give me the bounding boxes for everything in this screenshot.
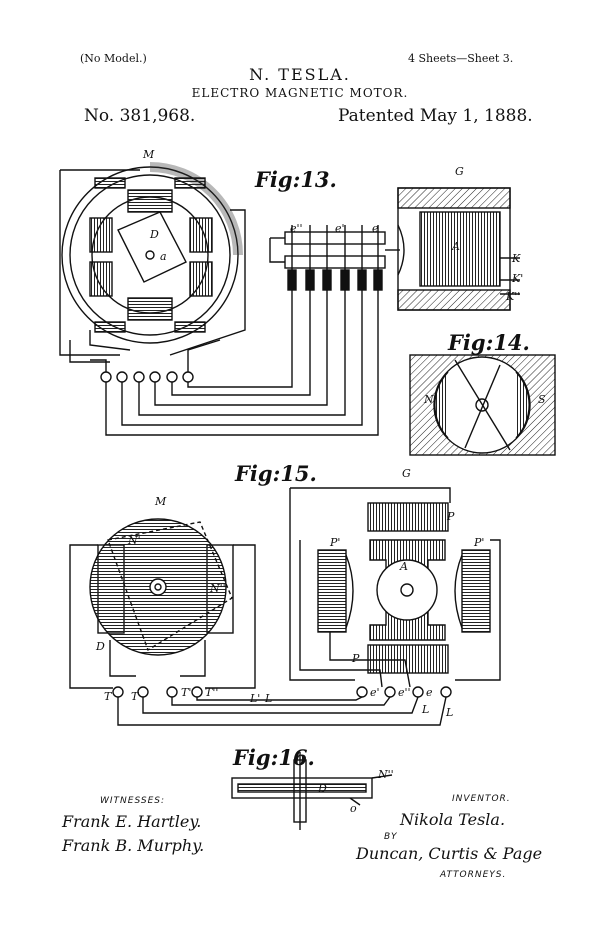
fig15-motor (69, 518, 256, 689)
label-t-2: T (131, 690, 139, 703)
label-m: M (143, 148, 155, 161)
label-e-double-prime-fig15: e'' (398, 686, 411, 699)
no-model-note: (No Model.) (80, 52, 147, 65)
label-k: K (512, 252, 521, 265)
inventor-heading: N. TESLA. (249, 65, 351, 84)
fig13-label: Fig:13. (255, 167, 337, 192)
attorney-signature: Duncan, Curtis & Page (356, 844, 543, 863)
witness-signature-1: Frank E. Hartley. (62, 812, 202, 831)
label-l-fig15-2: L (446, 706, 454, 719)
sheet-count: 4 Sheets—Sheet 3. (408, 52, 514, 65)
label-t-double-prime: T'' (205, 686, 219, 699)
witness-signature-2: Frank B. Murphy. (62, 836, 205, 855)
label-n-star: N'' (378, 768, 394, 781)
label-d-fig16: D (318, 782, 327, 795)
label-m-fig15: M (155, 495, 167, 508)
label-n: N (424, 393, 434, 406)
fig13-motor (59, 162, 246, 363)
label-l: L (265, 692, 273, 705)
label-t: T (104, 690, 112, 703)
fig13-generator (397, 187, 520, 311)
label-g: G (455, 165, 464, 178)
label-a-fig15: A (400, 560, 408, 573)
fig13-brushes (269, 225, 400, 291)
label-o: o (350, 802, 357, 815)
inventor-signature: Nikola Tesla. (400, 810, 506, 829)
label-p-bottom: P (352, 652, 360, 665)
fig16-section (231, 752, 393, 830)
fig15-terminals (112, 686, 452, 726)
patent-date: Patented May 1, 1888. (338, 106, 533, 126)
patent-title: ELECTRO MAGNETIC MOTOR. (191, 86, 409, 100)
label-e-prime: e' (335, 222, 345, 235)
label-p-top: P (447, 510, 455, 523)
patent-number: No. 381,968. (84, 106, 196, 126)
label-l-prime: L' (250, 692, 261, 705)
label-n-double-prime: N'' (210, 582, 226, 595)
label-p-prime-left: P' (330, 536, 341, 549)
label-d-fig15: D (96, 640, 105, 653)
label-l-fig15: L (422, 703, 430, 716)
witnesses-label: WITNESSES: (100, 796, 166, 806)
by-label: BY (384, 832, 398, 842)
label-k-double-prime: K'' (506, 290, 521, 303)
label-a: a (160, 250, 167, 263)
label-k-prime: K' (512, 272, 524, 285)
label-e-prime-fig15: e' (370, 686, 380, 699)
fig15-generator (289, 487, 501, 688)
fig14-section (409, 354, 556, 456)
label-e-fig15: e (426, 686, 433, 699)
fig15-label: Fig:15. (235, 461, 317, 486)
label-a-armature: A (452, 240, 460, 253)
label-p-prime-right: P' (474, 536, 485, 549)
label-e: e (372, 222, 379, 235)
inventor-label: INVENTOR. (452, 794, 511, 804)
label-s: S (538, 393, 546, 406)
label-t-prime: T' (181, 686, 192, 699)
label-n-prime: N' (128, 534, 141, 547)
label-e-double-prime: e'' (290, 222, 303, 235)
label-g-fig15: G (402, 467, 411, 480)
fig14-label: Fig:14. (448, 330, 530, 355)
fig13-terminals (90, 290, 379, 436)
fig16-label: Fig:16. (233, 745, 315, 770)
label-d: D (150, 228, 159, 241)
attorneys-label: ATTORNEYS. (440, 870, 507, 880)
